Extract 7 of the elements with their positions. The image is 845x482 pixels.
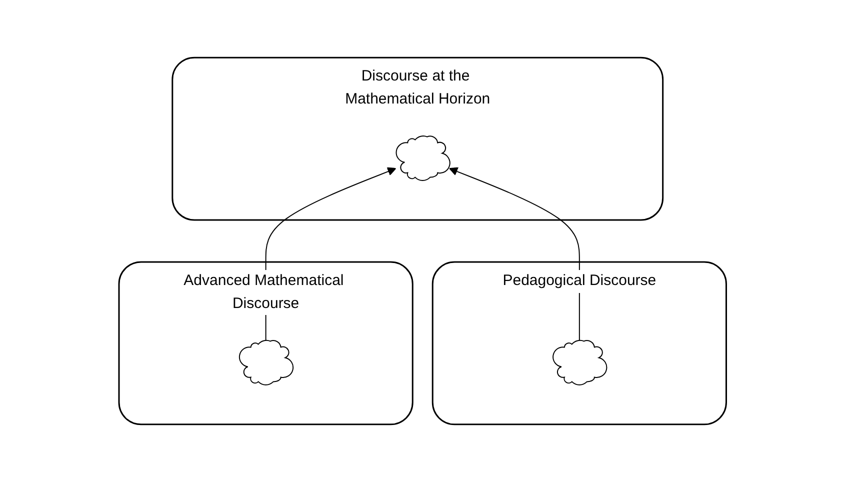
cluster: Advanced Mathematical Discourse	[118, 261, 414, 426]
node-cloud	[396, 136, 450, 181]
node-cloud	[552, 340, 608, 386]
cluster: Pedagogical Discourse	[432, 261, 727, 426]
node-cloud	[238, 340, 294, 386]
cluster: Discourse at the Mathematical Horizon	[172, 56, 664, 221]
arrow	[448, 167, 580, 340]
